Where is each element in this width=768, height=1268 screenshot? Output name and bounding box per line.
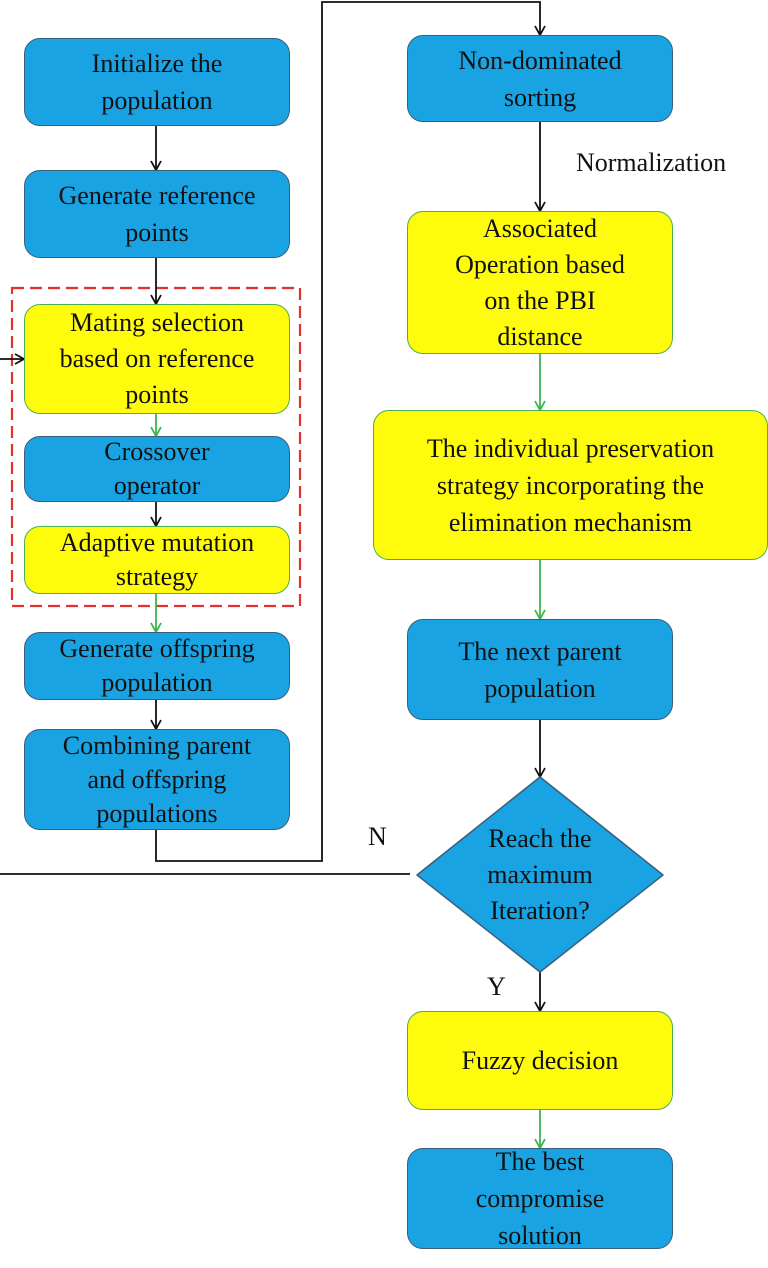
node-next-parent: The next parent population <box>407 619 673 720</box>
node-generate-reference: Generate reference points <box>24 170 290 258</box>
node-combine-populations: Combining parent and offspring populatio… <box>24 729 290 830</box>
label-no: N <box>368 822 387 851</box>
node-non-dominated-sorting: Non-dominated sorting <box>407 35 673 122</box>
node-preservation-strategy: The individual preservation strategy inc… <box>373 410 768 560</box>
node-best-compromise: The best compromise solution <box>407 1147 673 1250</box>
node-mating-selection: Mating selection based on reference poin… <box>24 304 290 414</box>
node-adaptive-mutation: Adaptive mutation strategy <box>24 526 290 594</box>
arrow-combine-to-nds <box>155 1 546 862</box>
node-generate-offspring: Generate offspring population <box>24 632 290 700</box>
node-initialize: Initialize the population <box>24 38 290 126</box>
label-yes: Y <box>487 972 506 1001</box>
node-crossover: Crossover operator <box>24 436 290 502</box>
decision-diamond <box>416 776 664 973</box>
label-normalization: Normalization <box>576 148 727 177</box>
node-associated-operation: Associated Operation based on the PBI di… <box>407 211 673 354</box>
decision-label: Reach the maximum Iteration? <box>487 824 593 925</box>
node-fuzzy-decision: Fuzzy decision <box>407 1011 673 1110</box>
